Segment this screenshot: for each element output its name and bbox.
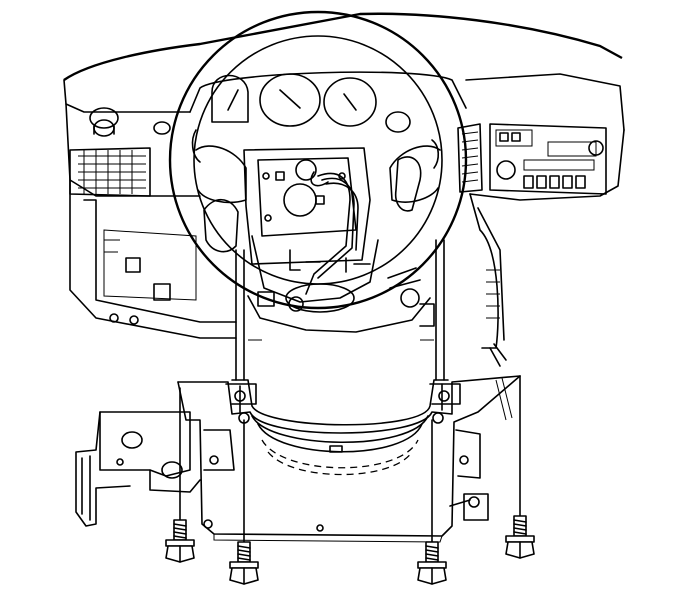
steering-wheel [168, 10, 468, 310]
left-support-bracket [75, 411, 201, 527]
column-support-lines [235, 239, 445, 381]
instrument-cluster [211, 73, 411, 133]
bolt-1 [165, 387, 195, 563]
instrument-panel [63, 12, 625, 367]
radio-unit [489, 123, 607, 195]
bolt-4 [505, 375, 535, 559]
lower-bracket-assembly [177, 375, 521, 543]
left-vent [69, 147, 151, 197]
headlamp-knob [89, 107, 119, 137]
bolt-2 [229, 419, 259, 585]
center-vent [457, 123, 483, 193]
bolt-3 [417, 419, 447, 585]
steering-column-hub [243, 147, 435, 333]
